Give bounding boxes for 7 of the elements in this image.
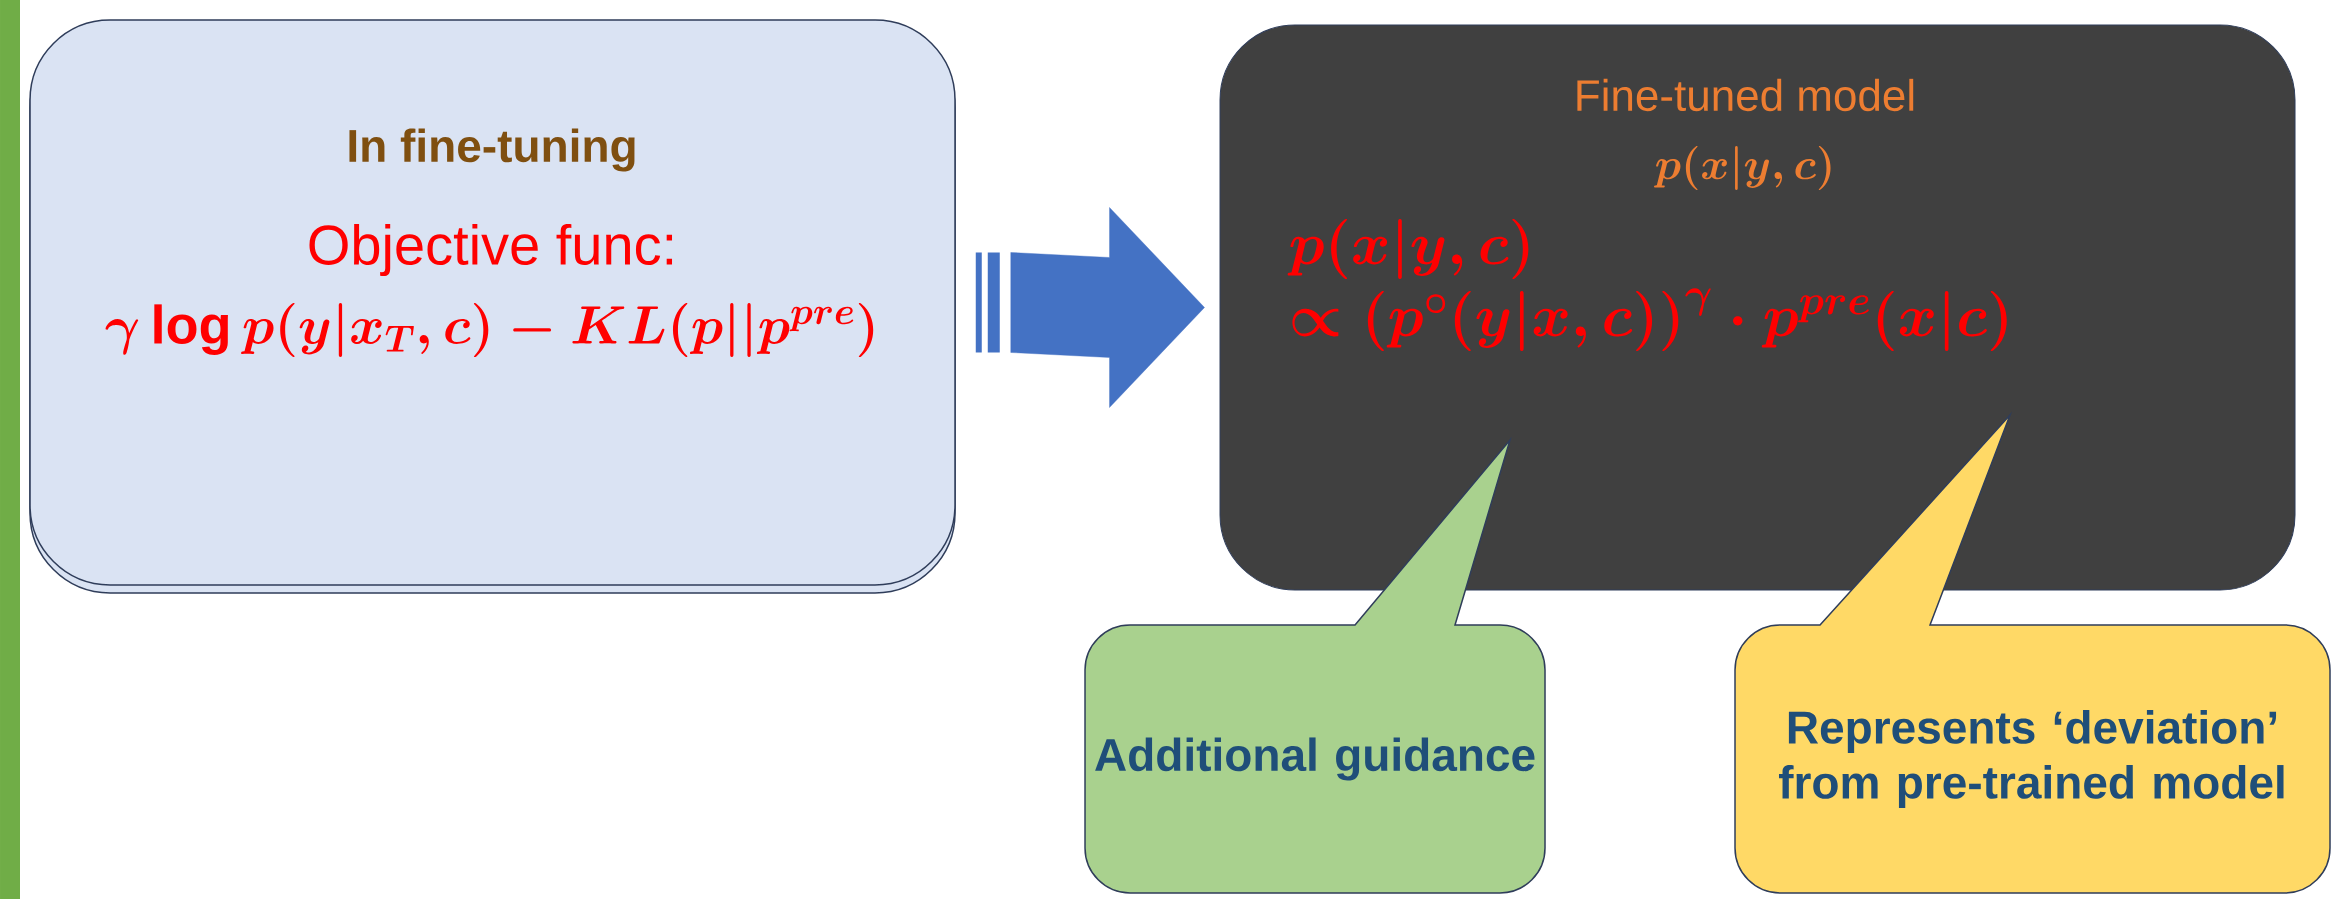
block-arrow xyxy=(975,207,1205,408)
side-bar xyxy=(0,0,20,899)
heading: Fine-tuned model xyxy=(1577,78,1914,112)
callout-bubble: Additional guidance xyxy=(1084,439,1546,894)
proportionality-formula: $\begin{array}{l} p(x|y,c) \\ \propto \left(p^{\circ}(y|x,c)\right)^{\gamma} \cdot p^{pre}(x|c) \end{array}$ xyxy=(1287,218,2007,351)
model-formula: $p(x|y,c)$ xyxy=(1654,146,1831,191)
callout-bubble: Represents ‘deviation’ from pre-trained model xyxy=(1734,414,2331,894)
